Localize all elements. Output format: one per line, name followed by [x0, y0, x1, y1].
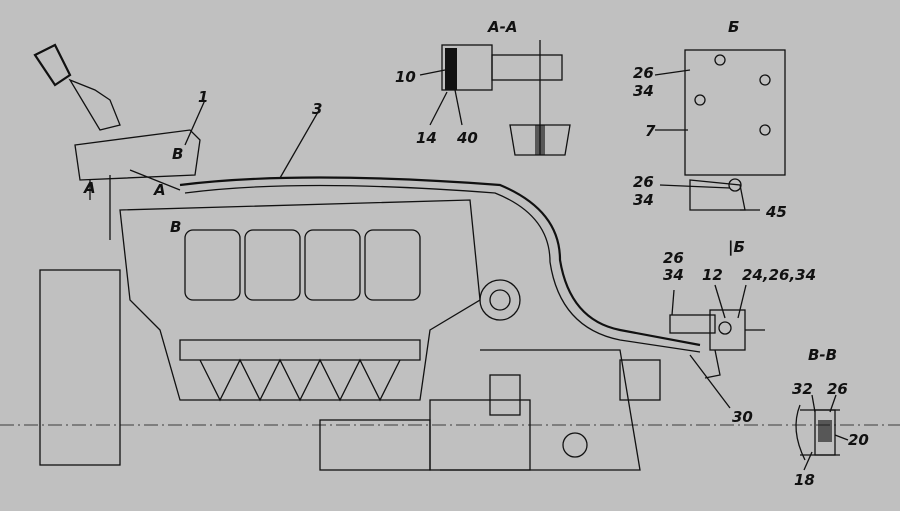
callout-26-b: 26	[663, 249, 684, 267]
marker-a-left: А	[83, 179, 96, 197]
marker-v-top: В	[172, 145, 183, 163]
callout-34-mid: 34	[633, 191, 654, 209]
callout-1: 1	[198, 88, 208, 106]
callout-12: 12	[702, 266, 723, 284]
callout-30: 30	[732, 408, 753, 426]
callout-40: 40	[456, 129, 478, 147]
callout-26-mid: 26	[633, 173, 654, 191]
section-v-v	[795, 404, 840, 461]
leader-lines	[184, 69, 849, 471]
callout-34-b: 34	[663, 266, 684, 284]
section-marker-b: |Б	[728, 238, 745, 257]
marker-a-right: А	[153, 181, 166, 199]
bracket-detail	[669, 309, 765, 379]
callout-20: 20	[848, 431, 869, 449]
callout-14: 14	[416, 129, 437, 147]
callout-3: 3	[312, 100, 322, 118]
section-label-v-v: В-В	[808, 346, 837, 364]
callout-32: 32	[792, 380, 813, 398]
view-b	[684, 49, 786, 211]
callout-24-26-34: 24,26,34	[742, 266, 816, 284]
callout-10: 10	[395, 68, 416, 86]
callout-34-top: 34	[633, 82, 654, 100]
gear-lever	[33, 43, 201, 240]
callout-7: 7	[645, 122, 656, 140]
view-label-b: Б	[728, 18, 739, 36]
engine-block	[39, 199, 661, 471]
callout-45: 45	[765, 203, 787, 221]
section-label-a-a: А-А	[487, 18, 517, 36]
control-cable	[179, 176, 701, 347]
callout-18: 18	[794, 471, 815, 489]
callout-26-top: 26	[633, 64, 654, 82]
marker-v-bottom: В	[170, 218, 181, 236]
section-a-a	[441, 40, 571, 156]
callout-26-v: 26	[827, 380, 848, 398]
